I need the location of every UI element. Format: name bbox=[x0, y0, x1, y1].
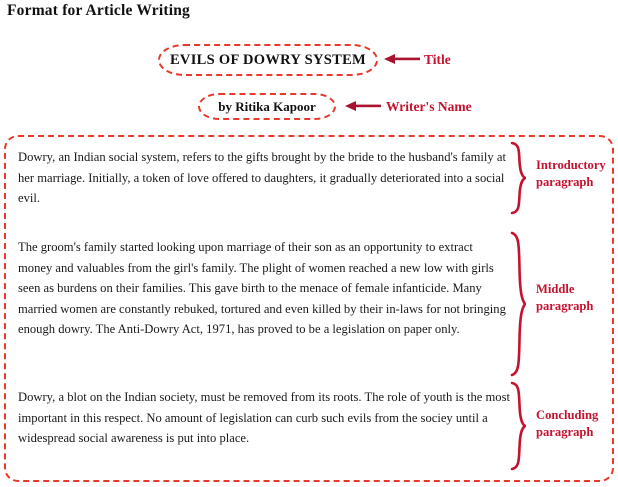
author-box: by Ritika Kapoor bbox=[198, 93, 336, 120]
paragraph-label-line2: paragraph bbox=[536, 299, 594, 313]
paragraph-label-introductory: Introductory paragraph bbox=[536, 157, 606, 191]
paragraph-block-middle: The groom's family started looking upon … bbox=[14, 229, 614, 377]
paragraph-text-concluding: Dowry, a blot on the Indian society, mus… bbox=[18, 390, 511, 445]
title-box: EVILS OF DOWRY SYSTEM bbox=[158, 44, 378, 76]
paragraph-label-line2: paragraph bbox=[536, 175, 594, 189]
paragraph-label-line2: paragraph bbox=[536, 425, 594, 439]
paragraph-label-line1: Middle bbox=[536, 282, 575, 296]
paragraph-label-line1: Introductory bbox=[536, 158, 606, 172]
author-callout-left-arrow-icon bbox=[345, 99, 381, 117]
paragraph-text-introductory: Dowry, an Indian social system, refers t… bbox=[18, 150, 506, 205]
article-title: EVILS OF DOWRY SYSTEM bbox=[169, 51, 367, 68]
curly-brace-icon-introductory bbox=[510, 141, 526, 215]
paragraph-label-concluding: Concluding paragraph bbox=[536, 407, 598, 441]
paragraph-block-introductory: Dowry, an Indian social system, refers t… bbox=[14, 137, 614, 229]
paragraph-label-middle: Middle paragraph bbox=[536, 281, 593, 315]
author-name: by Ritika Kapoor bbox=[218, 98, 316, 114]
curly-brace-icon-concluding bbox=[510, 381, 526, 471]
curly-brace-icon-middle bbox=[510, 231, 526, 377]
title-callout-label: Title bbox=[424, 52, 451, 67]
paragraph-block-concluding: Dowry, a blot on the Indian society, mus… bbox=[14, 377, 614, 484]
page-title: Format for Article Writing bbox=[7, 2, 190, 19]
paragraph-text-middle: The groom's family started looking upon … bbox=[18, 240, 506, 336]
title-callout-left-arrow-icon bbox=[384, 52, 420, 70]
article-body-box: Dowry, an Indian social system, refers t… bbox=[4, 135, 614, 482]
author-callout-label: Writer's Name bbox=[386, 99, 472, 114]
paragraph-label-line1: Concluding bbox=[536, 408, 599, 422]
